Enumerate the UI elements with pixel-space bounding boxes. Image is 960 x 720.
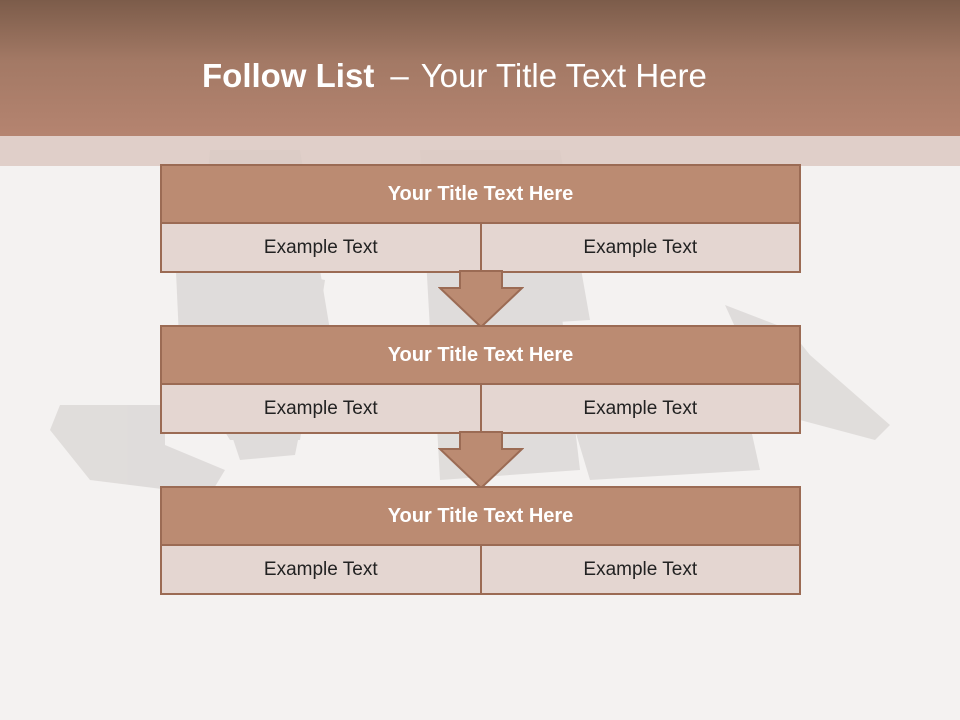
- list-block-1: Your Title Text Here Example Text Exampl…: [160, 164, 801, 273]
- list-block-2: Your Title Text Here Example Text Exampl…: [160, 325, 801, 434]
- header-band: [0, 136, 960, 166]
- block-cell-right: Example Text: [479, 385, 799, 432]
- header-bar: [0, 0, 960, 136]
- title-separator: –: [390, 57, 409, 94]
- block-title: Your Title Text Here: [162, 166, 799, 224]
- block-title: Your Title Text Here: [162, 327, 799, 385]
- title-bold: Follow List: [202, 57, 375, 94]
- block-cell-left: Example Text: [162, 385, 480, 432]
- block-cell-left: Example Text: [162, 546, 480, 593]
- page-title: Follow List–Your Title Text Here: [202, 56, 707, 96]
- list-block-3: Your Title Text Here Example Text Exampl…: [160, 486, 801, 595]
- title-rest: Your Title Text Here: [420, 57, 707, 94]
- down-arrow-icon: [438, 270, 524, 328]
- block-row: Example Text Example Text: [162, 385, 799, 432]
- block-cell-right: Example Text: [479, 224, 799, 271]
- block-row: Example Text Example Text: [162, 546, 799, 593]
- down-arrow-icon: [438, 431, 524, 489]
- block-row: Example Text Example Text: [162, 224, 799, 271]
- block-cell-right: Example Text: [479, 546, 799, 593]
- block-cell-left: Example Text: [162, 224, 480, 271]
- block-title: Your Title Text Here: [162, 488, 799, 546]
